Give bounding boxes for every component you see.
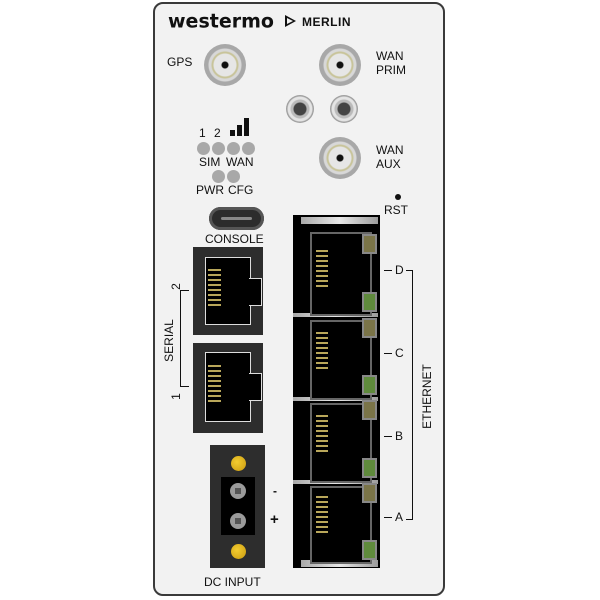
ethernet-bracket <box>406 270 413 520</box>
wan-led-label: WAN <box>226 155 254 169</box>
sim1-led <box>197 142 210 155</box>
dc-input-connector[interactable] <box>210 445 265 568</box>
rst-label: RST <box>384 203 408 217</box>
serial-port-2[interactable] <box>193 247 263 335</box>
sim1-label: 1 <box>199 126 206 140</box>
eth-c-led-green <box>362 375 377 395</box>
ethernet-c-label: C <box>395 346 404 360</box>
gps-antenna-connector[interactable] <box>204 44 246 86</box>
mounting-screw-icon <box>330 95 358 123</box>
sim2-led <box>212 142 225 155</box>
serial-1-label: 1 <box>168 393 183 400</box>
serial-port-1[interactable] <box>193 343 263 433</box>
model-name: MERLIN <box>302 15 351 29</box>
eth-a-led-amber <box>362 483 377 503</box>
console-usb-c-port[interactable] <box>209 207 264 230</box>
brand-logo: westermo <box>168 9 274 33</box>
wan-aux-antenna-connector[interactable] <box>319 137 361 179</box>
cfg-label: CFG <box>228 183 254 197</box>
pwr-led <box>212 170 225 183</box>
play-triangle-icon <box>285 15 296 27</box>
eth-a-led-green <box>362 540 377 560</box>
mounting-screw-icon <box>286 95 314 123</box>
wan-led-2 <box>242 142 255 155</box>
wan-prim-antenna-connector[interactable] <box>319 44 361 86</box>
console-label: CONSOLE <box>205 232 264 246</box>
wan-prim-label-2: PRIM <box>376 63 406 77</box>
ethernet-a-label: A <box>395 510 404 524</box>
wan-prim-label-1: WAN <box>376 49 404 63</box>
wan-led-1 <box>227 142 240 155</box>
ethernet-b-label: B <box>395 429 404 443</box>
eth-b-led-amber <box>362 400 377 420</box>
wan-aux-label-2: AUX <box>376 157 401 171</box>
eth-b-led-green <box>362 458 377 478</box>
eth-d-led-green <box>362 292 377 312</box>
signal-bars-icon <box>230 130 235 136</box>
ethernet-label: ETHERNET <box>419 364 434 429</box>
dc-minus-label: - <box>273 484 277 498</box>
eth-d-led-amber <box>362 234 377 254</box>
reset-button[interactable] <box>395 194 401 200</box>
eth-c-led-amber <box>362 318 377 338</box>
serial-2-label: 2 <box>168 283 183 290</box>
gps-label: GPS <box>167 55 193 69</box>
cfg-led <box>227 170 240 183</box>
wan-aux-label-1: WAN <box>376 143 404 157</box>
dc-plus-label: + <box>270 511 279 528</box>
serial-bracket <box>180 290 189 387</box>
pwr-label: PWR <box>196 183 224 197</box>
serial-label: SERIAL <box>161 319 176 362</box>
sim2-label: 2 <box>214 126 221 140</box>
dc-input-label: DC INPUT <box>204 575 261 589</box>
sim-label: SIM <box>199 155 221 169</box>
ethernet-d-label: D <box>395 263 404 277</box>
